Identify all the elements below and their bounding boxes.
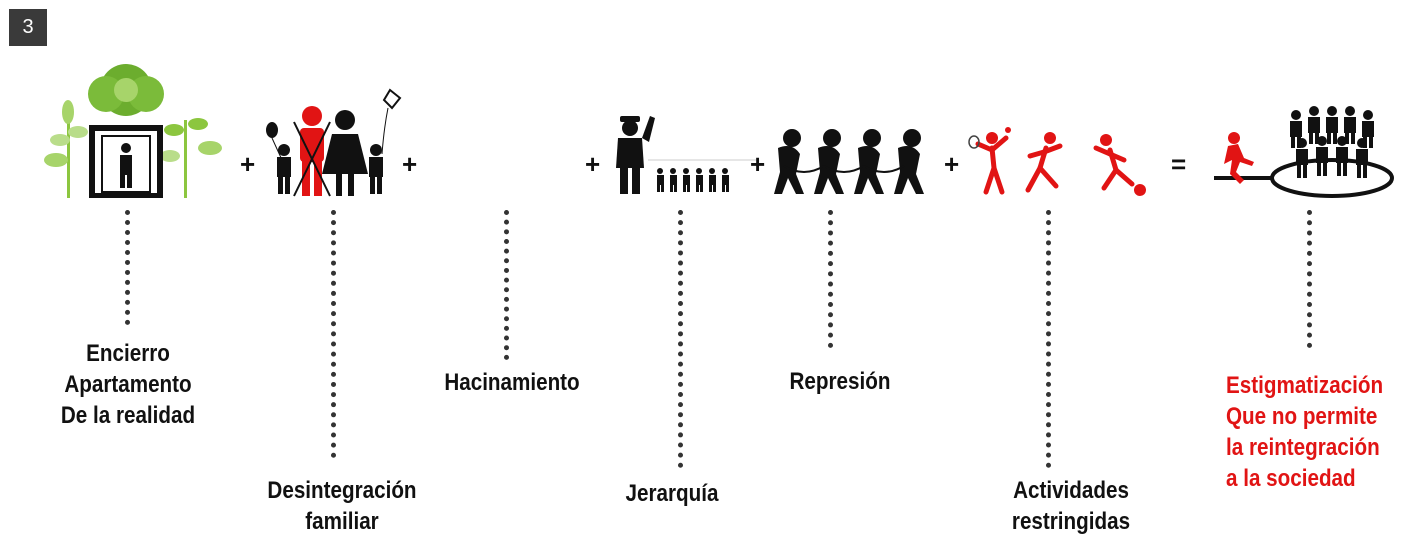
connector-jerarquia bbox=[678, 210, 683, 468]
connector-desintegracion bbox=[331, 210, 336, 458]
label-estigmatizacion: Estigmatización Que no permite la reinte… bbox=[1226, 372, 1384, 492]
sports-figures-icon bbox=[968, 127, 1146, 196]
connector-hacinamiento bbox=[504, 210, 509, 360]
officer-crowd-icon bbox=[616, 116, 758, 194]
connector-estigmatizacion bbox=[1307, 210, 1312, 348]
label-represion: Represión bbox=[789, 368, 891, 395]
label-hacinamiento: Hacinamiento bbox=[444, 369, 580, 396]
connector-actividades bbox=[1046, 210, 1051, 468]
plus-operator: + bbox=[585, 149, 601, 179]
label-encierro: Encierro Apartamento De la realidad bbox=[60, 340, 196, 429]
chained-prisoners-icon bbox=[774, 129, 924, 194]
plus-operator: + bbox=[402, 149, 418, 179]
equals-operator: = bbox=[1171, 149, 1187, 179]
plus-operator: + bbox=[944, 149, 960, 179]
label-desintegracion: Desintegración familiar bbox=[267, 477, 417, 535]
family-icon bbox=[266, 88, 402, 197]
plus-operator: + bbox=[750, 149, 766, 179]
label-jerarquia: Jerarquía bbox=[625, 480, 719, 507]
trees-elevator-icon bbox=[44, 64, 222, 198]
plus-operator: + bbox=[240, 149, 256, 179]
connector-represion bbox=[828, 210, 833, 348]
label-actividades: Actividades restringidas bbox=[1011, 477, 1131, 535]
excluded-group-icon bbox=[1214, 106, 1394, 198]
connector-encierro bbox=[125, 210, 130, 325]
slide-number-badge: 3 bbox=[9, 9, 47, 46]
